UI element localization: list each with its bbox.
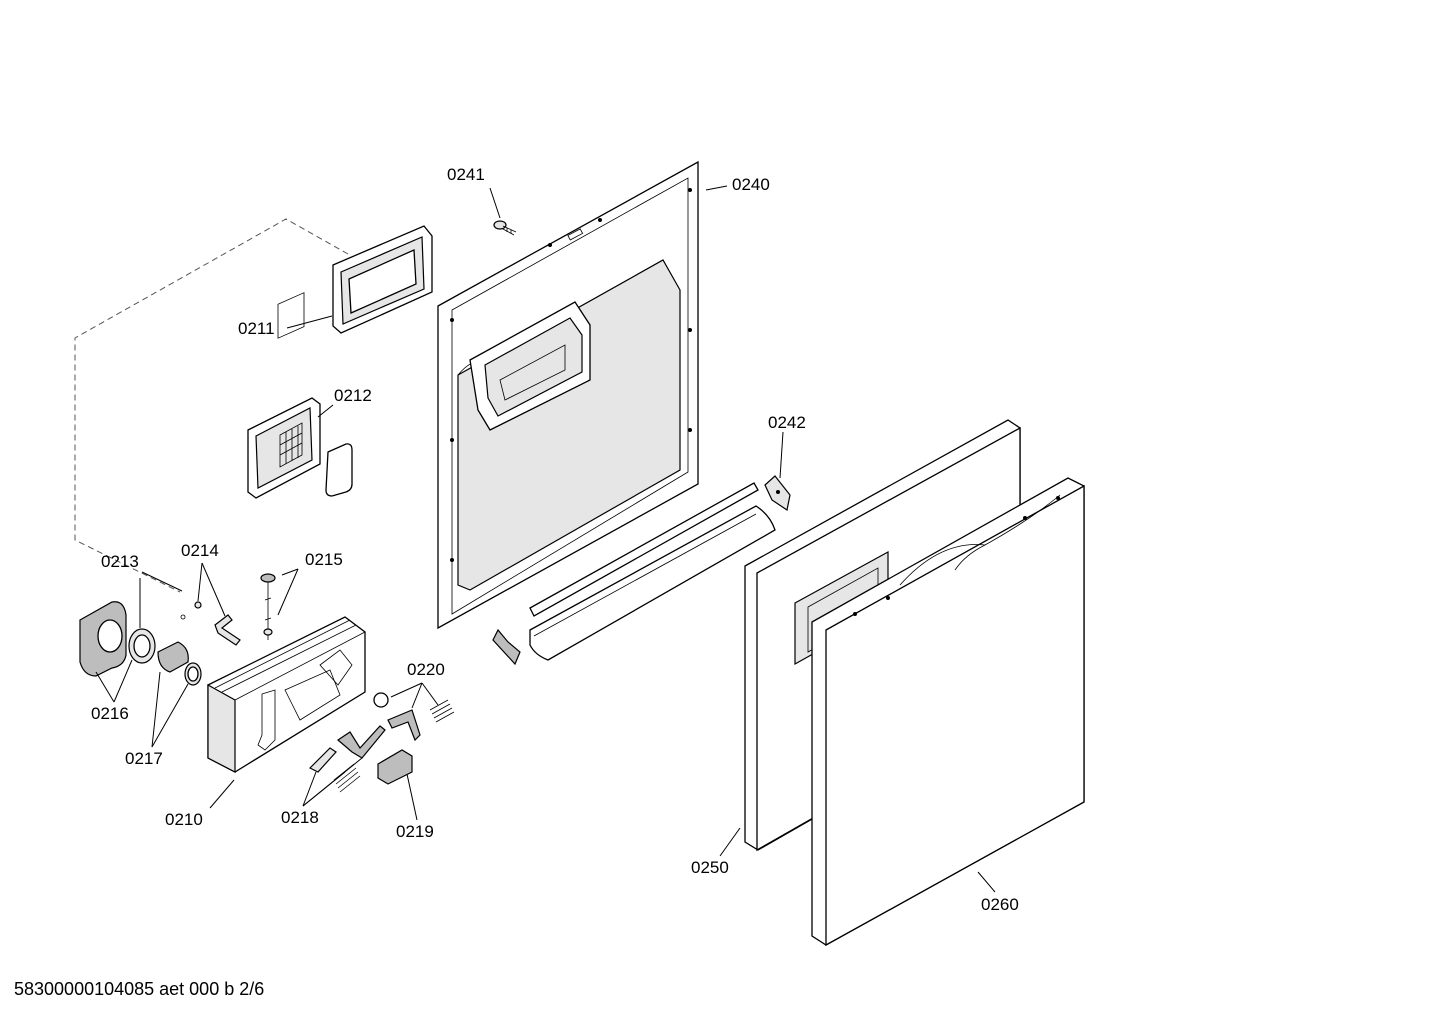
- label-0210: 0210: [165, 810, 203, 829]
- frame-part: [332, 225, 433, 334]
- leader-lines: [95, 185, 996, 893]
- mechanism-parts: [308, 692, 455, 793]
- label-0215: 0215: [305, 550, 343, 569]
- cover-part: [247, 292, 353, 499]
- label-0220: 0220: [407, 660, 445, 679]
- screw-part: [493, 220, 517, 236]
- label-0250: 0250: [691, 858, 729, 877]
- label-0218: 0218: [281, 808, 319, 827]
- label-0214: 0214: [181, 541, 219, 560]
- label-0213: 0213: [101, 552, 139, 571]
- label-0260: 0260: [981, 895, 1019, 914]
- label-0216: 0216: [91, 704, 129, 723]
- label-0241: 0241: [447, 165, 485, 184]
- dispenser-body-part: [207, 616, 366, 773]
- decor-panel: [811, 477, 1085, 947]
- label-0240: 0240: [732, 175, 770, 194]
- label-0212: 0212: [334, 386, 372, 405]
- label-0217: 0217: [125, 749, 163, 768]
- label-0219: 0219: [396, 822, 434, 841]
- part-labels: 0241 0240 0211 0212 0242 0213 0214 0215 …: [91, 165, 1019, 914]
- bracket-part: [764, 475, 791, 511]
- small-parts: [79, 573, 276, 686]
- label-0242: 0242: [768, 413, 806, 432]
- drawing-reference-footer: 58300000104085 aet 000 b 2/6: [14, 979, 265, 999]
- inner-door-panel: [437, 160, 699, 630]
- label-0211: 0211: [238, 319, 275, 338]
- assembly-dashed-guide: [74, 218, 349, 593]
- handle-strip-part: [492, 482, 776, 666]
